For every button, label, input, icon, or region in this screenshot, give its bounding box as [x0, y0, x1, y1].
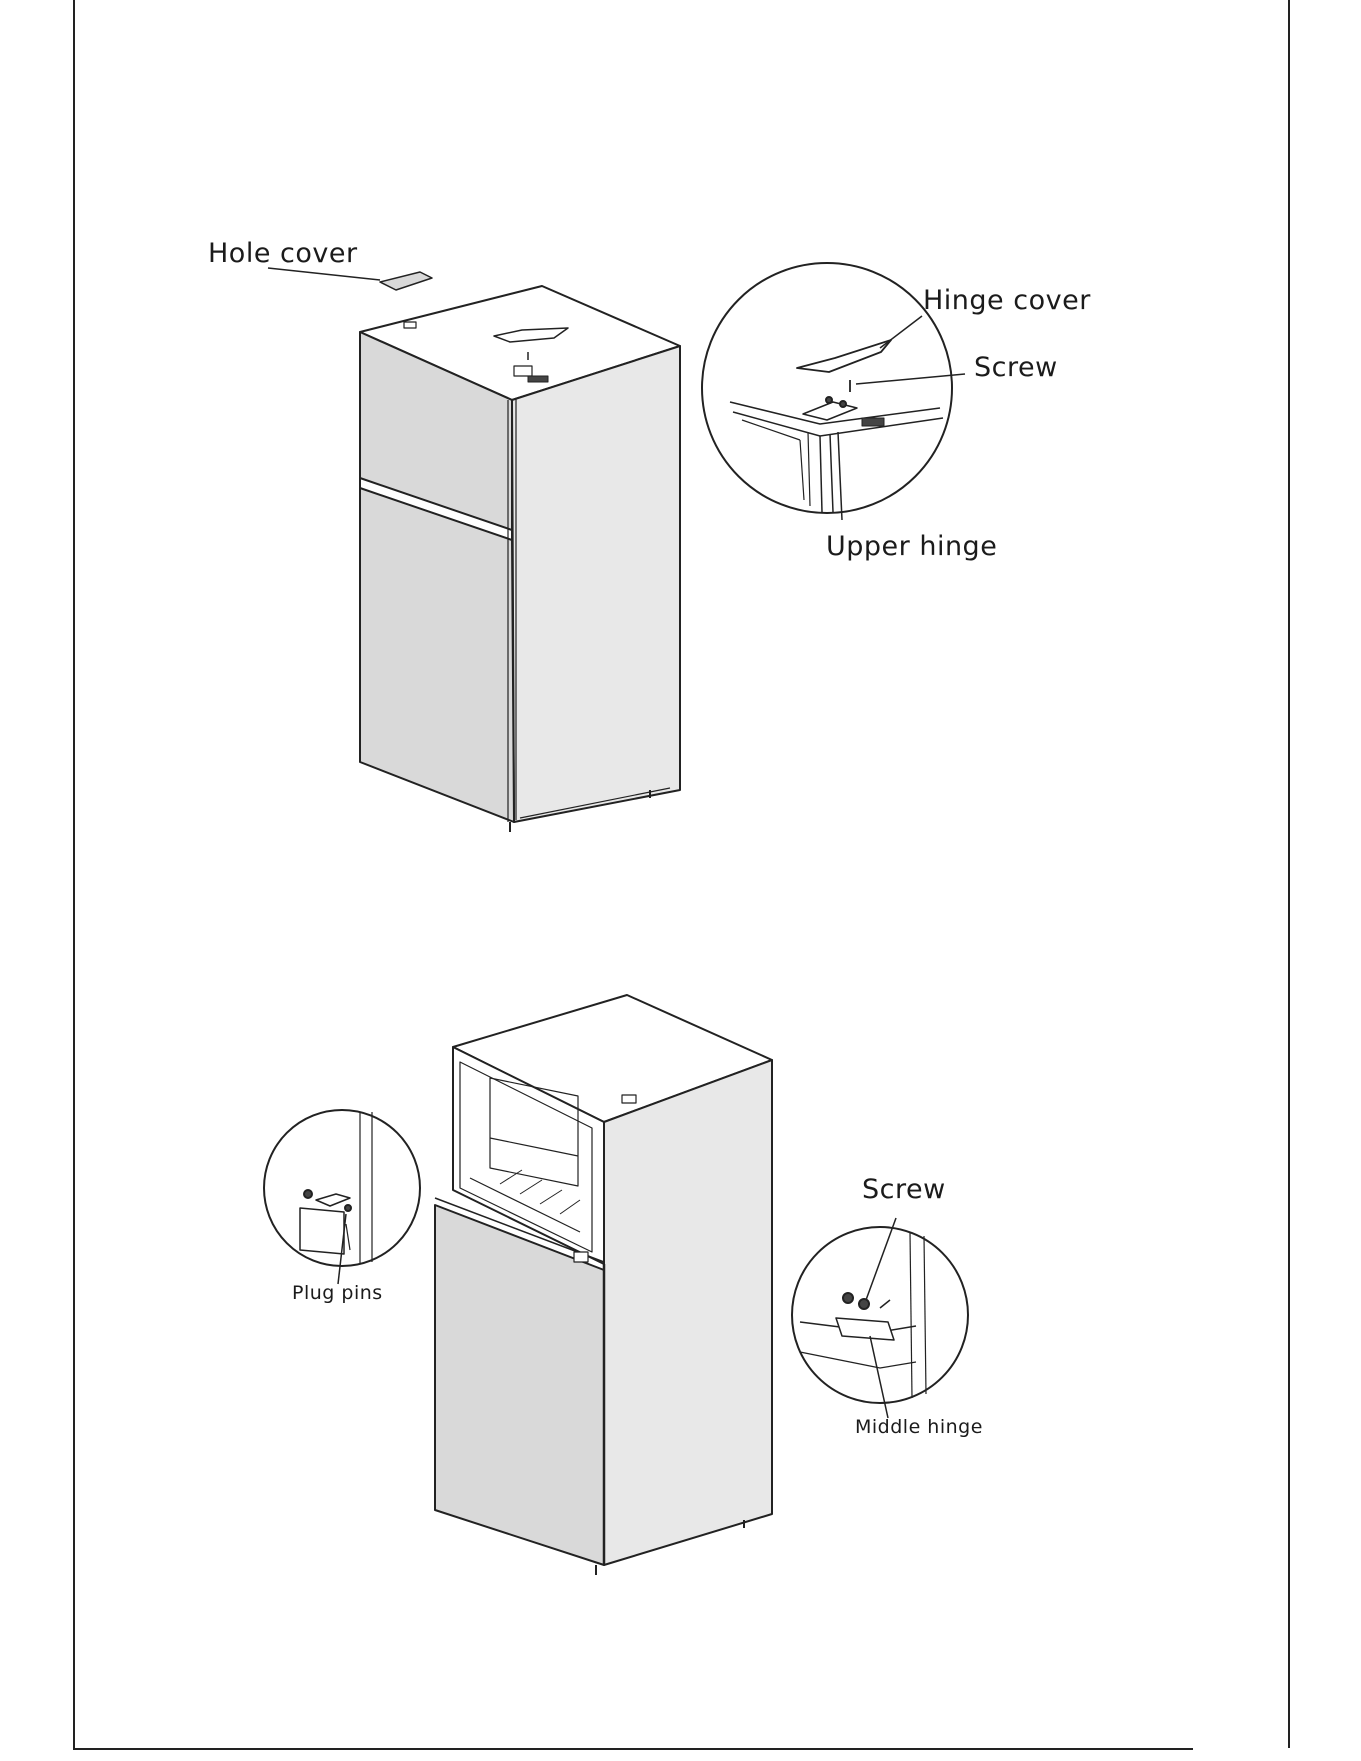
label-screw-top: Screw	[974, 352, 1058, 383]
top-fridge-illustration	[360, 272, 680, 832]
leader-hole-cover	[268, 268, 380, 280]
label-middle-hinge: Middle hinge	[855, 1416, 983, 1438]
detail-middle-hinge-part	[836, 1318, 894, 1340]
middle-hinge-detail-circle	[792, 1227, 968, 1403]
label-upper-hinge: Upper hinge	[826, 531, 997, 562]
bottom-fridge-side-face	[604, 1060, 772, 1565]
label-hole-cover: Hole cover	[208, 238, 358, 269]
upper-hinge-detail-circle	[702, 263, 952, 513]
hole-cover-part	[380, 272, 432, 290]
top-fridge-main-door	[360, 488, 514, 822]
top-fridge-side-face	[512, 346, 680, 822]
label-plug-pins: Plug pins	[292, 1282, 383, 1304]
bottom-fridge-illustration	[435, 995, 772, 1575]
detail-screw-middle-part	[843, 1293, 853, 1303]
label-hinge-cover: Hinge cover	[923, 285, 1091, 316]
label-screw-middle: Screw	[862, 1174, 946, 1205]
